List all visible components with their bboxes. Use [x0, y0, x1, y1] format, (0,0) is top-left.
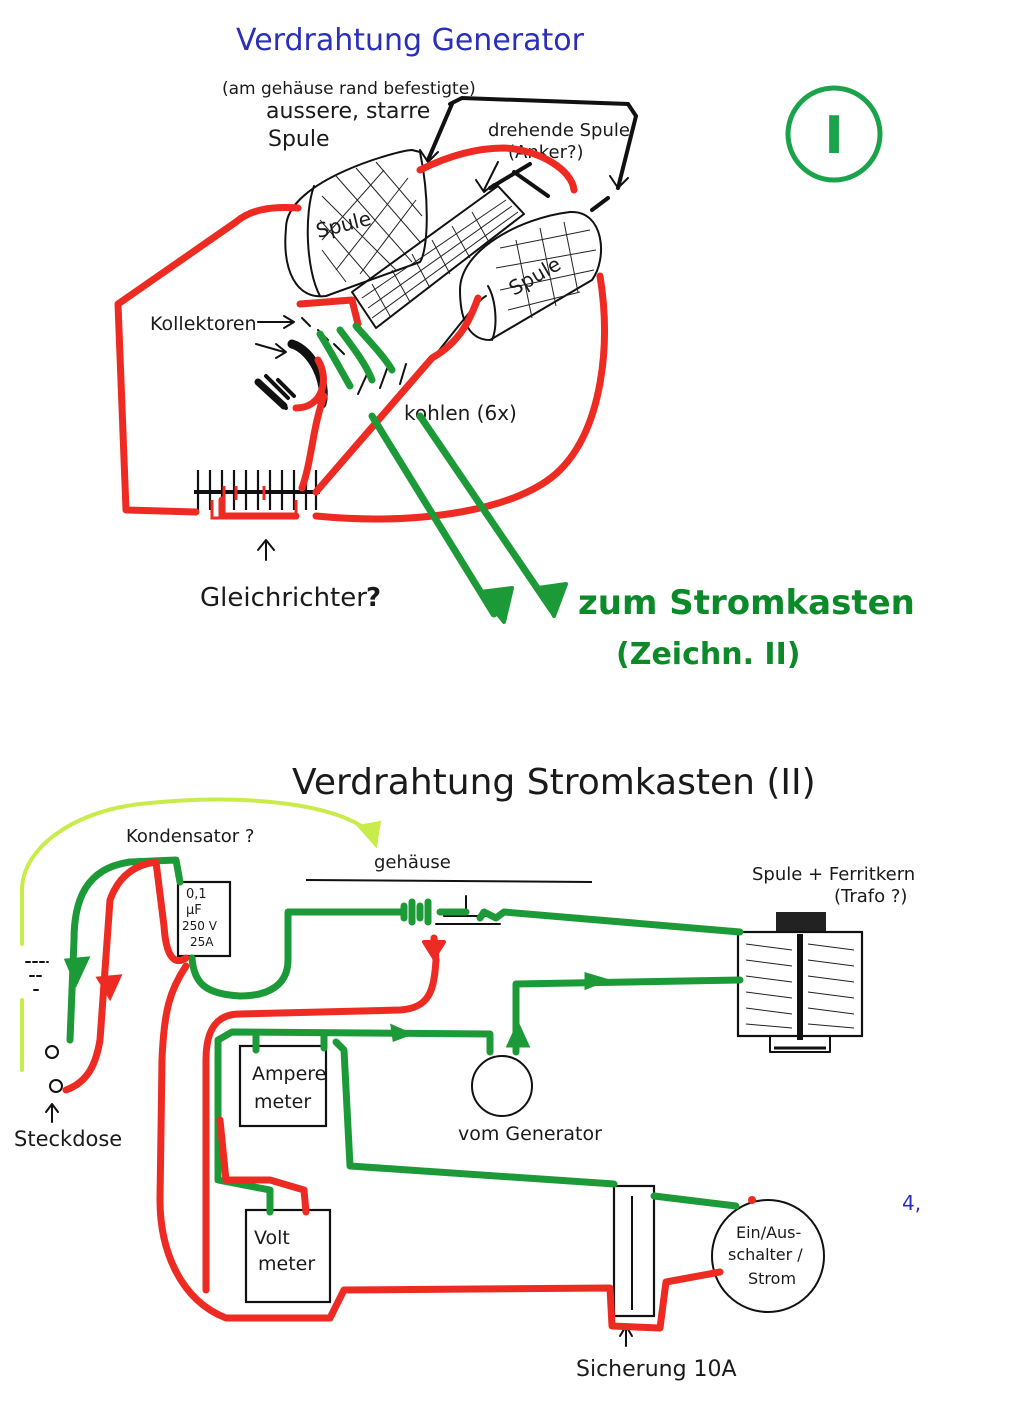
- ground-arrowhead: [356, 820, 382, 849]
- rotor-label-1: drehende Spule: [488, 120, 630, 141]
- capacitor-spec-1: 0,1: [186, 887, 207, 902]
- ammeter: Ampere meter: [238, 1044, 328, 1128]
- capacitor-spec-3: 250 V: [182, 919, 218, 933]
- arrowhead: [419, 149, 439, 163]
- rotor-armature: [351, 162, 550, 329]
- outer-coil-left: Spule: [284, 149, 428, 298]
- generator-diagram: Verdrahtung Generator I (am gehäuse rand…: [114, 23, 915, 672]
- marker-text: I: [824, 106, 843, 166]
- power-box-diagram: Verdrahtung Stromkasten (II) Steckdose K…: [14, 762, 921, 1382]
- rectifier-label: Gleichrichter: [200, 583, 367, 613]
- switch-label-3: Strom: [748, 1269, 796, 1288]
- corner-mark: 4,: [902, 1191, 921, 1215]
- generator-red-wires: [114, 144, 608, 523]
- power-box-title: Verdrahtung Stromkasten (II): [292, 762, 816, 803]
- transformer: [736, 912, 864, 1053]
- collectors-label: Kollektoren: [150, 313, 257, 335]
- power-box-green-wires: [63, 856, 744, 1216]
- switch-label-1: Ein/Aus-: [736, 1223, 801, 1242]
- rotor-label-2: (Anker?): [508, 142, 584, 163]
- housing-line: [305, 879, 593, 883]
- coil-left-label: Spule: [313, 206, 373, 243]
- socket: [25, 961, 63, 1123]
- ammeter-label-2: meter: [254, 1091, 311, 1113]
- capacitor-spec-2: µF: [186, 903, 202, 918]
- outer-coil-label-1: aussere, starre: [266, 99, 430, 124]
- capacitor-spec-4: 25A: [190, 935, 214, 949]
- collectors-arrows: [255, 315, 295, 359]
- ammeter-label-1: Ampere: [252, 1063, 326, 1085]
- rectifier-mark: ?: [366, 583, 381, 613]
- voltmeter: Volt meter: [244, 1208, 332, 1304]
- transformer-label-2: (Trafo ?): [834, 886, 907, 907]
- outer-coil-note: (am gehäuse rand befestigte): [222, 79, 476, 99]
- to-box-label-2: (Zeichn. II): [616, 637, 800, 672]
- bracket-arrow-left: [426, 102, 454, 162]
- arrowhead: [609, 175, 629, 189]
- housing-label: gehäuse: [374, 852, 451, 873]
- diagram-marker-I: I: [785, 85, 883, 183]
- voltmeter-label-1: Volt: [254, 1227, 290, 1249]
- power-box-red-wires: [62, 858, 756, 1332]
- outer-coil-label-2: Spule: [268, 127, 330, 152]
- coil-right-label: Spule: [505, 252, 565, 301]
- generator-input: [471, 1055, 533, 1117]
- brushes-arrows: [357, 363, 407, 395]
- switch: Ein/Aus- schalter / Strom: [711, 1199, 825, 1313]
- transformer-label-1: Spule + Ferritkern: [752, 864, 915, 885]
- switch-label-2: schalter /: [728, 1245, 803, 1264]
- socket-label: Steckdose: [14, 1127, 122, 1151]
- dash-mark: [590, 196, 610, 212]
- generator-green-wires: [316, 322, 568, 624]
- rectifier: [194, 470, 320, 520]
- collectors: [254, 317, 345, 410]
- capacitor-label: Kondensator ?: [126, 826, 254, 847]
- voltmeter-label-2: meter: [258, 1253, 315, 1275]
- generator-title: Verdrahtung Generator: [236, 23, 585, 58]
- coil-bracket: [448, 95, 639, 190]
- rectifier-arrow: [257, 539, 275, 561]
- to-box-label-1: zum Stromkasten: [578, 583, 915, 623]
- fuse-label: Sicherung 10A: [576, 1357, 737, 1382]
- fuse: [612, 1184, 656, 1347]
- capacitor: 0,1 µF 250 V 25A: [176, 880, 232, 958]
- ground-wire: [20, 797, 372, 946]
- from-generator-label: vom Generator: [458, 1123, 602, 1145]
